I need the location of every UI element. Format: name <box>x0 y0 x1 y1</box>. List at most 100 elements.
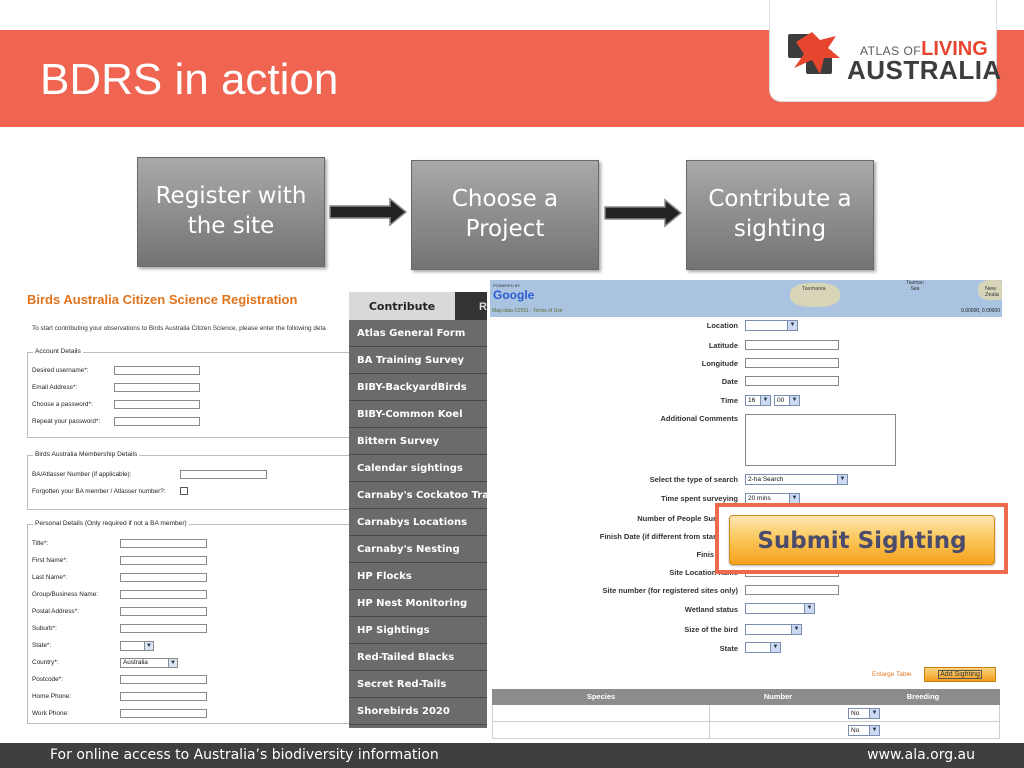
map[interactable]: POWERED BY Google Map data ©2011 - Terms… <box>490 280 1002 317</box>
registration-form: Birds Australia Citizen Science Registra… <box>25 285 351 735</box>
chevron-down-icon: ▼ <box>770 643 780 652</box>
menu-item[interactable]: HP Flocks <box>349 563 487 590</box>
group-name-label: Group/Business Name: <box>32 591 99 598</box>
suburb-label: Suburb*: <box>32 625 57 632</box>
site-number-input[interactable] <box>745 585 839 595</box>
logo-atlas-text: ATLAS OFLIVING <box>860 38 988 60</box>
site-number-label: Site number (for registered sites only) <box>602 586 738 595</box>
menu-tab-contribute[interactable]: Contribute <box>349 292 455 320</box>
menu-item[interactable]: Secret Red-Tails <box>349 671 487 698</box>
country-select[interactable]: Australia ▼ <box>120 658 178 668</box>
table-row: No▼ <box>492 722 1000 739</box>
site-location-label: Site Location name <box>669 568 738 577</box>
wetland-select[interactable]: ▼ <box>745 603 815 614</box>
latitude-input[interactable] <box>745 340 839 350</box>
repeat-password-label: Repeat your password*: <box>32 418 101 425</box>
menu-item[interactable]: Carnaby's Nesting <box>349 536 487 563</box>
menu-tab-other[interactable]: R <box>455 292 487 320</box>
ba-number-input[interactable] <box>180 470 267 479</box>
submit-callout: Submit Sighting <box>715 503 1008 574</box>
username-label: Desired username*: <box>32 367 89 374</box>
menu-item[interactable]: Carnabys Locations <box>349 509 487 536</box>
suburb-input[interactable] <box>120 624 207 633</box>
country-value: Australia <box>123 659 148 666</box>
finish-time-label: Finis <box>696 550 714 559</box>
home-phone-input[interactable] <box>120 692 207 701</box>
menu-item[interactable]: BIBY-BackyardBirds <box>349 374 487 401</box>
add-sighting-button[interactable]: Add Sighting <box>924 667 996 682</box>
personal-details-fieldset: Personal Details (Only required if not a… <box>27 520 351 724</box>
breeding-select[interactable]: No▼ <box>848 708 880 719</box>
username-input[interactable] <box>114 366 200 375</box>
step-choose-project: Choose a Project <box>411 160 599 270</box>
hour-select[interactable]: 16▼ <box>745 395 771 406</box>
arrow-right-icon <box>604 198 683 228</box>
first-name-label: First Name*: <box>32 557 68 564</box>
menu-item[interactable]: BIBY-Common Koel <box>349 401 487 428</box>
location-select[interactable]: ▼ <box>745 320 798 331</box>
breeding-value: No <box>851 727 860 734</box>
menu-item[interactable]: Atlas General Form <box>349 320 487 347</box>
map-data-text: Map data ©2011 - Terms of Use <box>492 308 563 314</box>
forgotten-number-label: Forgotten your BA member / Atlasser numb… <box>32 488 166 495</box>
postcode-input[interactable] <box>120 675 207 684</box>
map-coordinates: 0.00000, 0.00000 <box>961 308 1000 314</box>
minute-select[interactable]: 00 ▼ <box>774 395 800 406</box>
ba-number-label: BA/Atlasser Number (if applicable): <box>32 471 132 478</box>
chevron-down-icon: ▼ <box>168 659 177 667</box>
bird-size-select[interactable]: ▼ <box>745 624 802 635</box>
google-logo: Google <box>493 288 535 302</box>
menu-item[interactable]: HP Sightings <box>349 617 487 644</box>
forgotten-number-checkbox[interactable] <box>180 487 188 495</box>
sightings-table-header: Species Number Breeding <box>492 689 1000 705</box>
chevron-down-icon: ▼ <box>837 475 847 484</box>
title-input[interactable] <box>120 539 207 548</box>
work-phone-label: Work Phone: <box>32 710 69 717</box>
registration-intro: To start contributing your observations … <box>32 325 326 332</box>
ala-logo-mark-icon <box>788 32 840 74</box>
sighting-state-select[interactable]: ▼ <box>745 642 781 653</box>
menu-item[interactable]: Carnaby's Cockatoo Track <box>349 482 487 509</box>
latitude-label: Latitude <box>708 341 738 350</box>
date-input[interactable] <box>745 376 839 386</box>
menu-item[interactable]: HP Nest Monitoring <box>349 590 487 617</box>
password-label: Choose a password*: <box>32 401 93 408</box>
arrow-right-icon <box>329 197 408 227</box>
password-input[interactable] <box>114 400 200 409</box>
submit-sighting-button[interactable]: Submit Sighting <box>729 515 995 565</box>
column-number: Number <box>763 692 793 701</box>
chevron-down-icon: ▼ <box>789 396 799 405</box>
state-select[interactable]: ▼ <box>120 641 154 651</box>
longitude-input[interactable] <box>745 358 839 368</box>
menu-item[interactable]: Shorebirds 2020 <box>349 698 487 725</box>
finish-date-label: Finish Date (if different from star <box>599 532 716 541</box>
membership-fieldset: Birds Australia Membership Details BA/At… <box>27 451 351 510</box>
chevron-down-icon: ▼ <box>804 604 814 613</box>
time-spent-label: Time spent surveying <box>661 494 738 503</box>
country-label: Country*: <box>32 659 59 666</box>
repeat-password-input[interactable] <box>114 417 200 426</box>
minute-value: 00 <box>777 397 785 404</box>
menu-item[interactable]: Calendar sightings <box>349 455 487 482</box>
personal-details-legend: Personal Details (Only required if not a… <box>33 520 189 527</box>
map-label-tasmania: Tasmania <box>802 286 826 292</box>
first-name-input[interactable] <box>120 556 207 565</box>
column-species: Species <box>586 692 616 701</box>
bird-size-label: Size of the bird <box>684 625 738 634</box>
enlarge-table-link[interactable]: Enlarge Table <box>872 671 912 678</box>
work-phone-input[interactable] <box>120 709 207 718</box>
postal-address-input[interactable] <box>120 607 207 616</box>
menu-item[interactable]: Bittern Survey <box>349 428 487 455</box>
hour-value: 16 <box>748 397 756 404</box>
email-input[interactable] <box>114 383 200 392</box>
breeding-select[interactable]: No▼ <box>848 725 880 736</box>
search-type-select[interactable]: 2-ha Search▼ <box>745 474 848 485</box>
group-name-input[interactable] <box>120 590 207 599</box>
menu-item[interactable]: BA Training Survey <box>349 347 487 374</box>
footer-url[interactable]: www.ala.org.au <box>867 747 975 763</box>
comments-textarea[interactable] <box>745 414 896 466</box>
menu-item[interactable]: Red-Tailed Blacks <box>349 644 487 671</box>
last-name-input[interactable] <box>120 573 207 582</box>
last-name-label: Last Name*: <box>32 574 68 581</box>
